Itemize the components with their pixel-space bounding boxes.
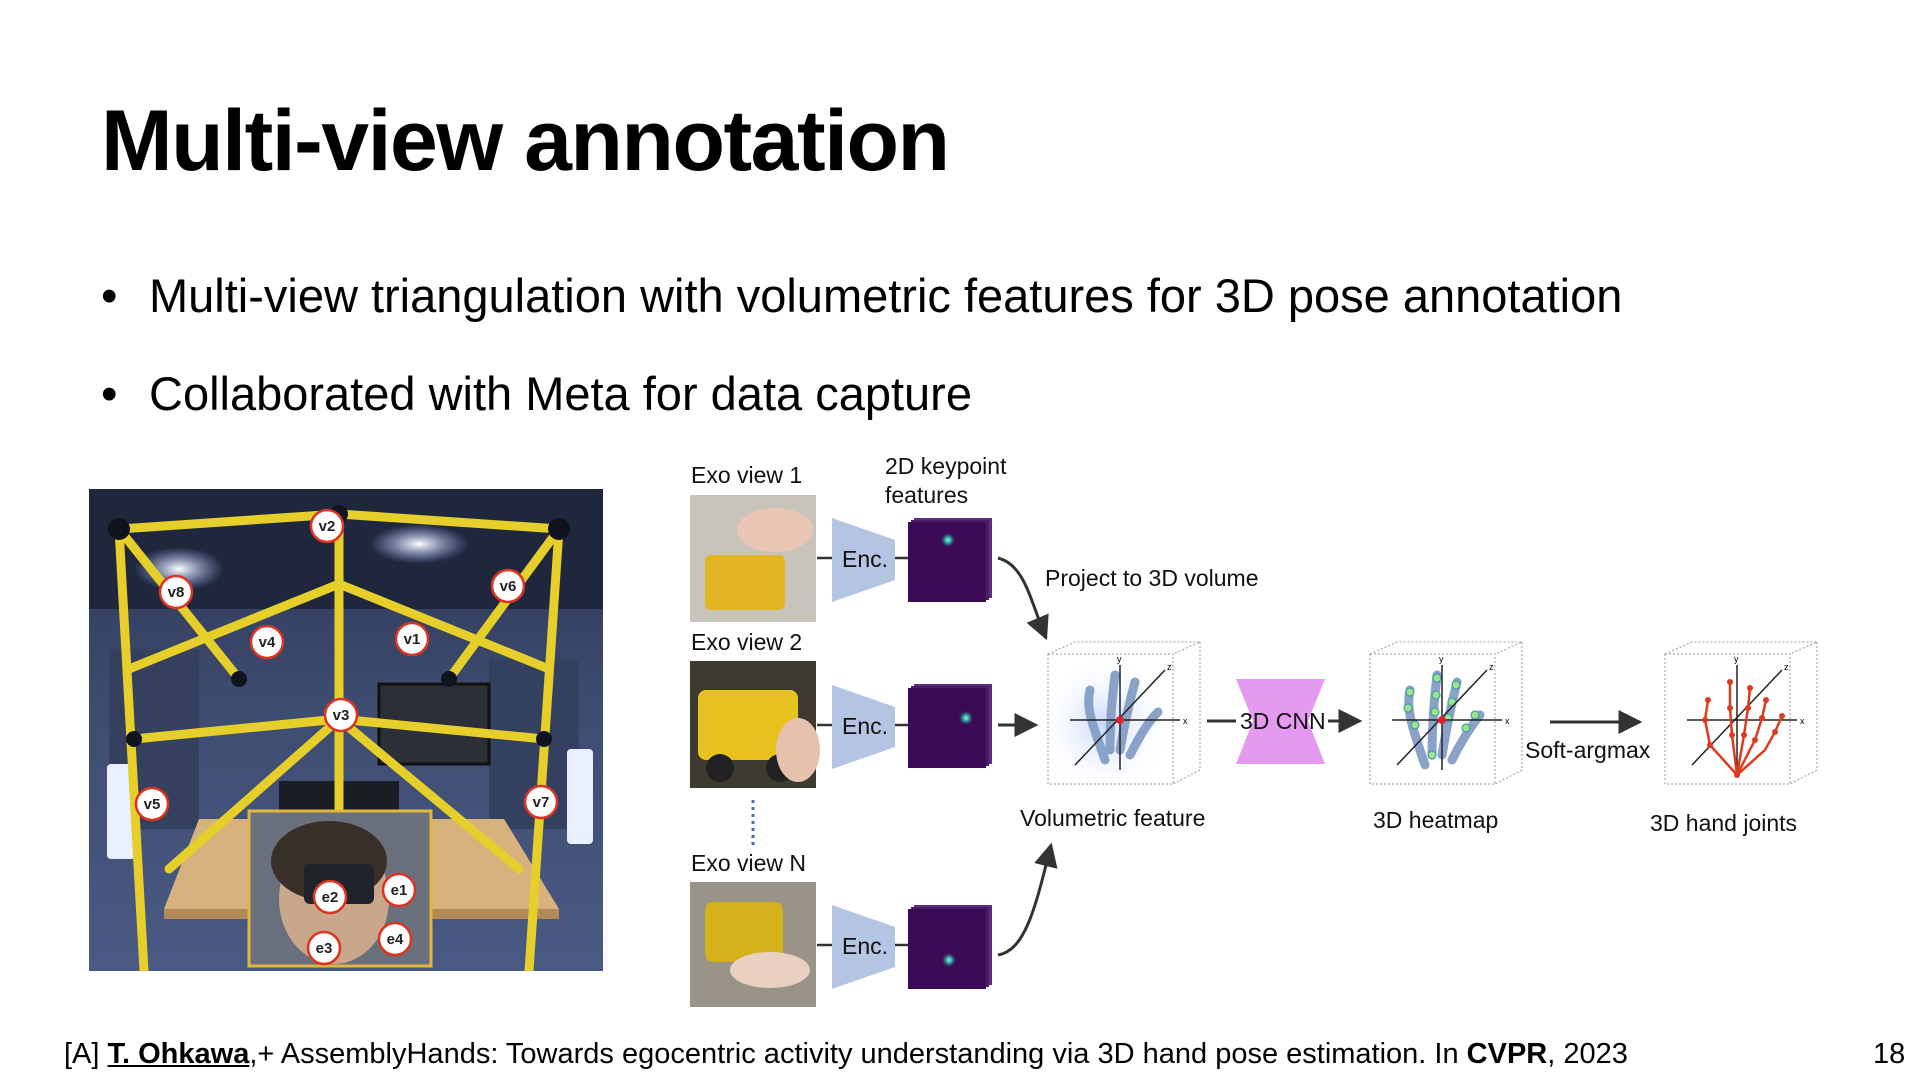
bullet-item: • Multi-view triangulation with volumetr… <box>101 268 1622 324</box>
project-label: Project to 3D volume <box>1045 565 1258 591</box>
volumetric-label: Volumetric feature <box>1020 805 1205 831</box>
svg-text:x: x <box>1800 716 1805 726</box>
camera-tag-v4: v4 <box>249 624 285 660</box>
view-row-n: Enc. <box>690 882 992 1007</box>
camera-tag-e1: e1 <box>381 872 417 908</box>
svg-text:v8: v8 <box>168 584 185 601</box>
citation-venue: CVPR <box>1466 1038 1548 1070</box>
svg-text:e2: e2 <box>322 889 339 906</box>
svg-text:y: y <box>1734 654 1739 664</box>
svg-text:v1: v1 <box>404 631 421 648</box>
camera-tags: v2 v8 v6 v4 v1 v3 v5 v7 e2 e1 e3 e4 <box>134 508 559 966</box>
svg-text:y: y <box>1439 654 1444 664</box>
camera-tag-v6: v6 <box>490 568 526 604</box>
panel-light <box>107 764 135 859</box>
bullet-text: Collaborated with Meta for data capture <box>149 367 972 420</box>
svg-text:v2: v2 <box>319 518 336 535</box>
pipeline-svg: Exo view 1 2D keypoint features Project … <box>690 453 1818 1007</box>
toy-truck <box>705 902 783 962</box>
view-label: Exo view 2 <box>691 629 802 655</box>
svg-text:x: x <box>1505 716 1510 726</box>
svg-text:z: z <box>1784 662 1789 672</box>
joints-label: 3D hand joints <box>1650 810 1797 836</box>
bullet-dot: • <box>101 367 118 420</box>
cnn-label: 3D CNN <box>1240 708 1326 734</box>
citation-author: T. Ohkawa <box>107 1038 250 1070</box>
svg-text:x: x <box>1183 716 1188 726</box>
volumetric-cube: x y z <box>1047 641 1201 785</box>
bullet-dot: • <box>101 269 118 322</box>
svg-text:v5: v5 <box>144 796 161 813</box>
heatmap-cube: x y z <box>1369 641 1523 785</box>
project-arrow <box>997 842 1058 957</box>
page-number: 18 <box>1873 1038 1906 1070</box>
view-row-2: Enc. <box>690 661 992 788</box>
panel-light <box>567 749 593 844</box>
camera-rig-illustration: v2 v8 v6 v4 v1 v3 v5 v7 e2 e1 e3 e4 <box>89 489 603 971</box>
hand-skeleton <box>1703 682 1784 776</box>
joint-points <box>1702 679 1785 778</box>
svg-text:v4: v4 <box>259 634 276 651</box>
heatmap-label: 3D heatmap <box>1373 807 1498 833</box>
heatmap-blobs <box>1403 673 1480 760</box>
encoder-label: Enc. <box>842 713 888 739</box>
project-arrow <box>997 556 1049 641</box>
encoder <box>832 905 895 989</box>
joints-cube: x y z <box>1664 641 1818 785</box>
bullet-list: • Multi-view triangulation with volumetr… <box>101 268 1622 464</box>
pipeline-diagram: Exo view 1 2D keypoint features Project … <box>680 450 1840 1020</box>
hand <box>737 508 813 552</box>
camera-tag-e4: e4 <box>377 921 413 957</box>
view-label: Exo view N <box>691 850 806 876</box>
encoder <box>832 518 895 602</box>
svg-text:v7: v7 <box>533 794 550 811</box>
camera-tag-v8: v8 <box>158 574 194 610</box>
svg-text:z: z <box>1167 662 1172 672</box>
svg-text:v6: v6 <box>500 578 517 595</box>
bullet-text: Multi-view triangulation with volumetric… <box>149 269 1623 322</box>
camera-tag-v7: v7 <box>523 784 559 820</box>
camera-tag-v1: v1 <box>394 621 430 657</box>
camera-tag-v5: v5 <box>134 786 170 822</box>
encoder-label: Enc. <box>842 546 888 572</box>
features-label: features <box>885 482 968 508</box>
encoder-label: Enc. <box>842 933 888 959</box>
features-label: 2D keypoint <box>885 453 1007 479</box>
citation-text: ,+ AssemblyHands: Towards egocentric act… <box>249 1038 1467 1070</box>
camera-units <box>108 505 570 747</box>
hand <box>776 718 820 782</box>
feature-map <box>908 909 986 989</box>
camera-tag-e3: e3 <box>306 930 342 966</box>
cnn-block <box>1236 679 1325 764</box>
camera-rig-photo: v2 v8 v6 v4 v1 v3 v5 v7 e2 e1 e3 e4 <box>89 489 603 971</box>
feature-map <box>908 688 986 768</box>
camera-tag-v3: v3 <box>323 697 359 733</box>
hand <box>730 952 810 988</box>
view-label: Exo view 1 <box>691 462 802 488</box>
svg-text:e1: e1 <box>391 882 408 899</box>
citation-year: , 2023 <box>1547 1038 1628 1070</box>
camera-tag-e2: e2 <box>312 879 348 915</box>
citation-prefix: [A] <box>64 1038 108 1070</box>
svg-text:e4: e4 <box>387 931 404 948</box>
citation: [A] T. Ohkawa,+ AssemblyHands: Towards e… <box>64 1038 1628 1071</box>
slide-title: Multi-view annotation <box>101 93 950 189</box>
svg-text:y: y <box>1117 654 1122 664</box>
svg-text:v3: v3 <box>333 707 350 724</box>
hand-shape <box>1084 670 1163 765</box>
camera-tag-v2: v2 <box>309 508 345 544</box>
toy-truck <box>698 690 798 760</box>
encoder <box>832 685 895 769</box>
toy-truck <box>705 555 785 610</box>
softargmax-label: Soft-argmax <box>1525 737 1651 763</box>
bullet-item: • Collaborated with Meta for data captur… <box>101 366 1622 422</box>
svg-text:e3: e3 <box>316 940 333 957</box>
view-row-1: Enc. <box>690 495 992 622</box>
ceiling-light <box>369 524 469 564</box>
svg-text:z: z <box>1489 662 1494 672</box>
